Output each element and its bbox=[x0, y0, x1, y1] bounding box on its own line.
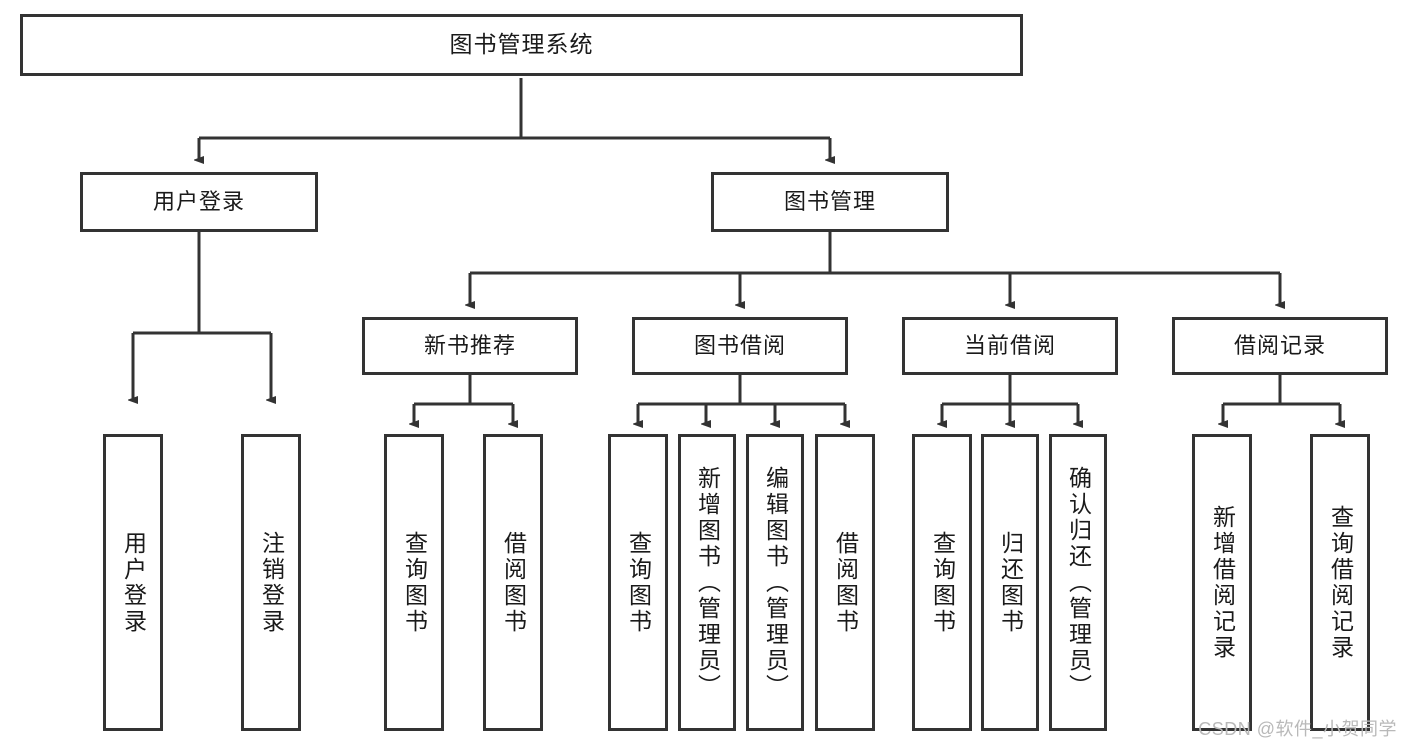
node-label: 当前借阅 bbox=[963, 332, 1056, 358]
leaf-add-borrow-record[interactable]: 新增借阅记录 bbox=[1192, 434, 1252, 731]
node-borrow-record[interactable]: 借阅记录 bbox=[1172, 317, 1388, 375]
node-new-book-recommend[interactable]: 新书推荐 bbox=[362, 317, 578, 375]
node-label: 新书推荐 bbox=[423, 332, 516, 358]
node-label: 查询图书 bbox=[929, 530, 956, 635]
leaf-confirm-return-admin[interactable]: 确认归还（管理员） bbox=[1049, 434, 1107, 731]
node-label: 查询图书 bbox=[401, 530, 428, 635]
node-label: 借阅图书 bbox=[500, 530, 527, 635]
node-label: 归还图书 bbox=[997, 530, 1024, 635]
leaf-query-borrow-record[interactable]: 查询借阅记录 bbox=[1310, 434, 1370, 731]
node-user-login[interactable]: 用户登录 bbox=[80, 172, 318, 232]
leaf-borrow-book[interactable]: 借阅图书 bbox=[815, 434, 875, 731]
leaf-logout[interactable]: 注销登录 bbox=[241, 434, 301, 731]
node-label: 用户登录 bbox=[152, 188, 245, 214]
leaf-add-book-admin[interactable]: 新增图书（管理员） bbox=[678, 434, 736, 731]
leaf-query-book-current[interactable]: 查询图书 bbox=[912, 434, 972, 731]
node-label: 用户登录 bbox=[120, 530, 147, 635]
node-label: 新增借阅记录 bbox=[1209, 504, 1236, 661]
node-current-borrow[interactable]: 当前借阅 bbox=[902, 317, 1118, 375]
leaf-query-book-recommend[interactable]: 查询图书 bbox=[384, 434, 444, 731]
node-label: 借阅记录 bbox=[1233, 332, 1326, 358]
leaf-user-login[interactable]: 用户登录 bbox=[103, 434, 163, 731]
node-label: 查询图书 bbox=[625, 530, 652, 635]
node-label: 图书借阅 bbox=[693, 332, 786, 358]
node-label: 借阅图书 bbox=[832, 530, 859, 635]
leaf-edit-book-admin[interactable]: 编辑图书（管理员） bbox=[746, 434, 804, 731]
node-label: 编辑图书（管理员） bbox=[762, 465, 789, 700]
leaf-return-book[interactable]: 归还图书 bbox=[981, 434, 1039, 731]
node-root-system[interactable]: 图书管理系统 bbox=[20, 14, 1023, 76]
node-label: 图书管理 bbox=[783, 188, 876, 214]
csdn-watermark: CSDN @软件_小贺同学 bbox=[1198, 719, 1397, 739]
node-label: 确认归还（管理员） bbox=[1065, 465, 1092, 700]
leaf-borrow-book-recommend[interactable]: 借阅图书 bbox=[483, 434, 543, 731]
node-label: 查询借阅记录 bbox=[1327, 504, 1354, 661]
node-label: 图书管理系统 bbox=[449, 31, 594, 58]
leaf-query-book-borrow[interactable]: 查询图书 bbox=[608, 434, 668, 731]
node-book-management[interactable]: 图书管理 bbox=[711, 172, 949, 232]
node-label: 新增图书（管理员） bbox=[694, 465, 721, 700]
node-book-borrow[interactable]: 图书借阅 bbox=[632, 317, 848, 375]
node-label: 注销登录 bbox=[258, 530, 285, 635]
